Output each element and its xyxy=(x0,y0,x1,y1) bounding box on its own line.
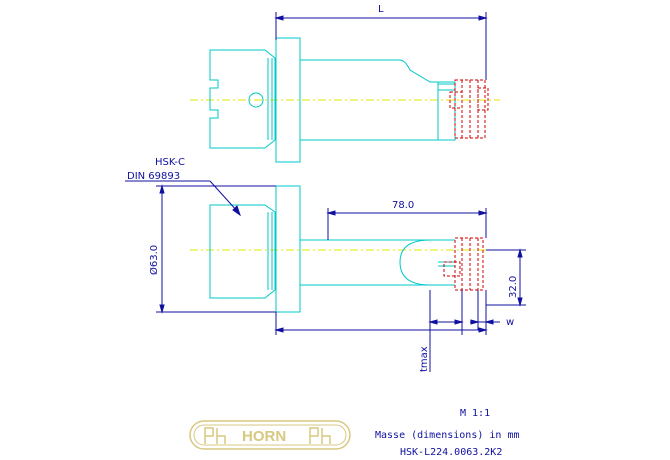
dim-bottom-L xyxy=(274,290,488,335)
dim-tmax xyxy=(428,290,464,372)
units-note: Masse (dimensions) in mm xyxy=(375,430,520,441)
top-view: L xyxy=(190,4,500,163)
dim-diameter xyxy=(156,184,276,314)
top-insert xyxy=(449,79,489,139)
bottom-insert xyxy=(443,237,484,291)
dim-w-label: w xyxy=(506,317,514,328)
top-shank xyxy=(299,59,456,141)
dim-32-label: 32.0 xyxy=(508,276,519,298)
part-number: HSK-L224.0063.2K2 xyxy=(400,447,502,458)
callout-din: DIN 69893 xyxy=(127,171,180,182)
dim-32 xyxy=(486,248,526,307)
logo-right-mark xyxy=(309,427,331,444)
dim-78-label: 78.0 xyxy=(392,200,414,211)
scale-label: M 1:1 xyxy=(460,408,490,419)
dim-78 xyxy=(326,208,488,240)
top-bore-circle xyxy=(248,92,264,108)
dim-w xyxy=(470,290,500,330)
horn-logo: HORN xyxy=(189,420,351,450)
top-hsk-taper xyxy=(209,49,276,149)
bottom-hsk-taper xyxy=(209,204,276,299)
bottom-view: HSK-C DIN 69893 Ø63.0 78.0 xyxy=(125,157,526,372)
dim-L xyxy=(274,12,488,80)
bottom-shank xyxy=(299,239,431,286)
callout-leader xyxy=(125,180,241,217)
dim-tmax-label: tmax xyxy=(419,346,430,372)
dim-L-label: L xyxy=(378,4,384,15)
logo-text: HORN xyxy=(242,428,286,445)
callout-hsk-c: HSK-C xyxy=(155,157,185,168)
bottom-flange xyxy=(275,185,301,313)
logo-left-mark xyxy=(204,427,226,444)
dim-diameter-label: Ø63.0 xyxy=(148,245,160,275)
